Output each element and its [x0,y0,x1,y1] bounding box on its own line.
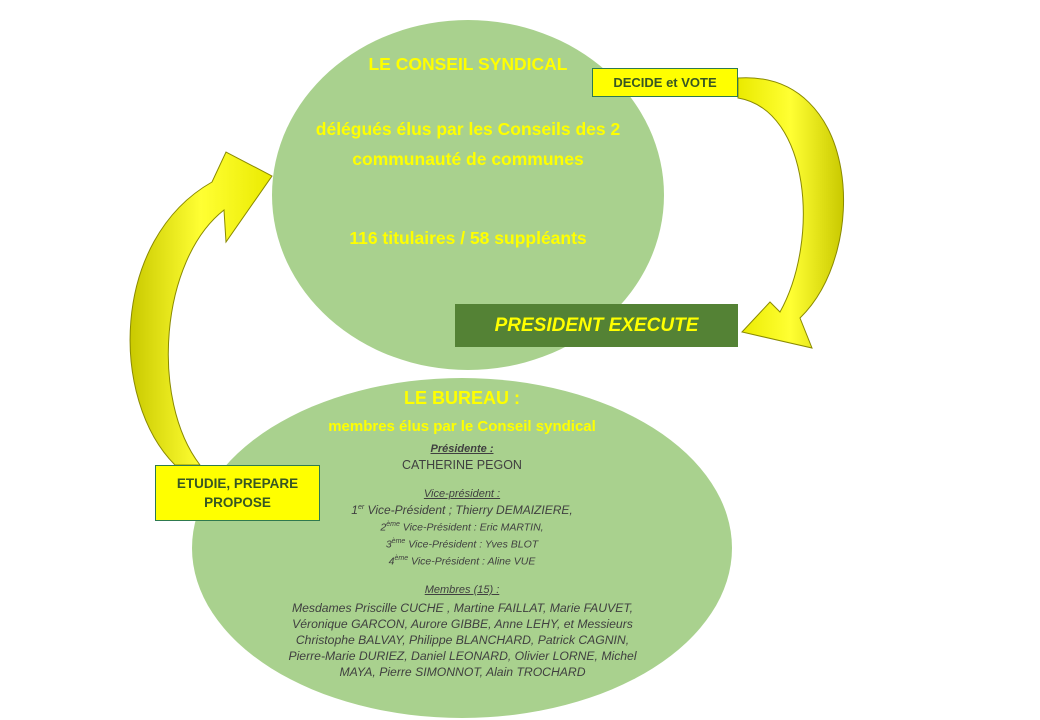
vp-label: Vice-président : [423,488,501,500]
vp4-line: 4ème Vice-Président : Aline VUE [388,555,536,568]
right-curved-arrow [737,77,844,349]
left-curved-arrow [129,151,273,466]
bureau-ellipse [192,378,732,718]
presidente-name: CATHERINE PEGON [402,458,522,472]
membres-label: Membres (15) : [424,584,500,596]
conseil-count: 116 titulaires / 58 suppléants [349,228,587,248]
conseil-description: délégués élus par les Conseils des 2 com… [315,119,621,169]
president-execute-box: PRESIDENT EXECUTE [455,304,738,347]
vp3-line: 3ème Vice-Président : Yves BLOT [385,538,539,551]
vp1-line: 1er Vice-Président ; Thierry DEMAIZIERE, [351,503,573,517]
bureau-subtitle: membres élus par le Conseil syndical [328,418,596,435]
etudie-line-1: ETUDIE, PREPARE [176,476,299,491]
membres-list: Mesdames Priscille CUCHE , Martine FAILL… [288,601,637,679]
decide-vote-box: DECIDE et VOTE [592,68,738,97]
conseil-title: LE CONSEIL SYNDICAL [368,54,568,74]
presidente-label: Présidente : [430,443,494,455]
etudie-line-2: PROPOSE [204,495,271,510]
vp2-line: 2ème Vice-Président : Eric MARTIN, [380,521,544,534]
bureau-title: LE BUREAU : [404,388,520,408]
etudie-prepare-box: ETUDIE, PREPARE PROPOSE [155,465,320,521]
